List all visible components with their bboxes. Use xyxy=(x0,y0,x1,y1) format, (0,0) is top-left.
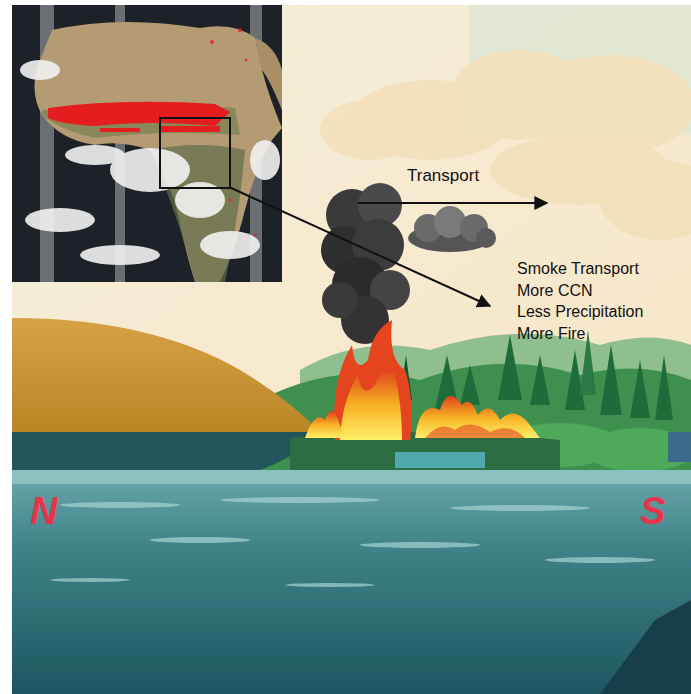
process-label: Transport xyxy=(407,166,479,186)
direction-label: S xyxy=(640,490,665,534)
trees xyxy=(400,330,673,420)
fire xyxy=(305,320,540,440)
effect-text: More CCN xyxy=(517,282,593,300)
rock xyxy=(600,600,691,694)
sign xyxy=(668,432,691,462)
effect-text: Smoke Transport xyxy=(517,260,639,278)
clouds xyxy=(320,50,691,240)
building xyxy=(395,452,485,468)
inset-arrow xyxy=(229,187,490,306)
brown-hill xyxy=(12,318,320,432)
smoke-cloud xyxy=(408,206,496,252)
direction-label: N xyxy=(30,490,57,534)
satellite-map xyxy=(12,5,282,282)
effect-text: Less Precipitation xyxy=(517,303,643,321)
effect-text: More Fire xyxy=(517,325,585,343)
transport-arrow xyxy=(358,202,547,204)
waves xyxy=(50,497,655,587)
water xyxy=(12,470,691,694)
shore xyxy=(12,432,320,470)
water-edge xyxy=(12,470,691,484)
